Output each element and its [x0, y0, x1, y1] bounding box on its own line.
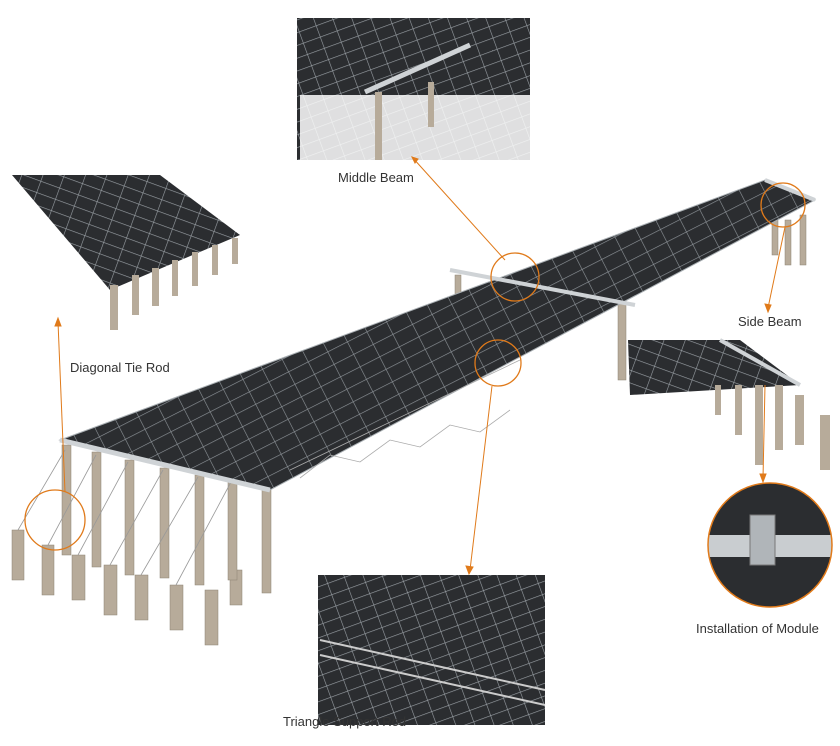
main-solar-array [11, 178, 817, 646]
module-installation-detail-image [708, 483, 832, 607]
label-middle-beam: Middle Beam [338, 170, 414, 185]
label-triangle-support-rod: Triangle Support Rod [283, 714, 407, 729]
support-piles [11, 214, 807, 646]
label-diagonal-tie-rod: Diagonal Tie Rod [70, 360, 170, 375]
leader-arrows [54, 156, 786, 576]
module-detail-ring [707, 482, 833, 608]
highlight-circles [24, 182, 806, 551]
middle-beam [449, 268, 636, 307]
diagonal-tie-rod-detail-image [12, 175, 240, 290]
label-side-beam: Side Beam [738, 314, 802, 329]
label-installation-of-module: Installation of Module [696, 621, 819, 636]
side-beam-back [764, 178, 816, 202]
side-beam-detail-image [628, 340, 800, 395]
triangle-support-rod-detail-image [318, 575, 545, 725]
side-beam-front [59, 437, 271, 493]
